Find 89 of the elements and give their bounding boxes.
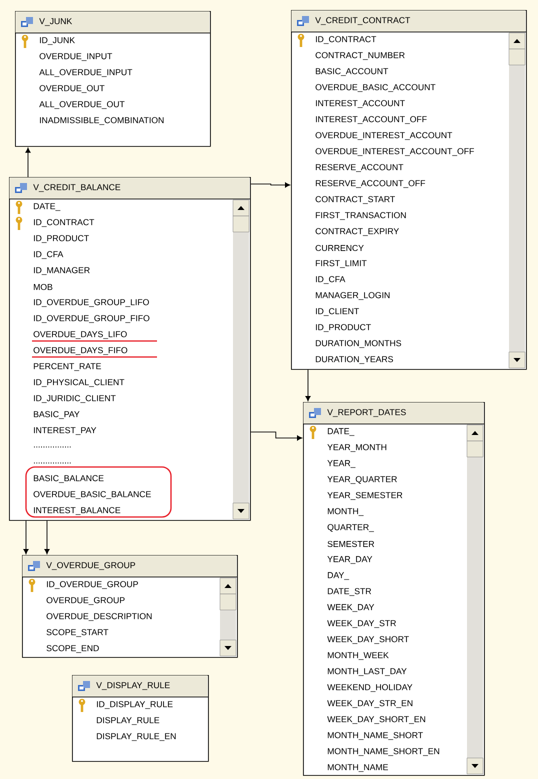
column-name: CONTRACT_NUMBER (316, 52, 405, 60)
column-name: DISPLAY_RULE_EN (96, 733, 176, 741)
arrow (44, 520, 50, 554)
column-name: MONTH_ (328, 508, 364, 516)
column-name: DAY_ (328, 572, 350, 580)
column-name: CONTRACT_START (316, 196, 395, 204)
column-name: FIRST_LIMIT (316, 260, 367, 268)
column-name: SCOPE_END (46, 645, 99, 653)
column-name: ID_JUNK (40, 37, 75, 45)
column-name: CURRENCY (316, 244, 364, 252)
column-name: ID_MANAGER (34, 267, 90, 275)
column-name: ID_CONTRACT (34, 219, 94, 227)
column-name: YEAR_SEMESTER (327, 492, 402, 500)
column-name: RESERVE_ACCOUNT (316, 164, 404, 172)
column-name: ................ (34, 446, 71, 448)
column-name: DATE_STR (328, 588, 372, 596)
arrow (23, 520, 29, 554)
column-name: ID_PRODUCT (316, 324, 371, 332)
column-name: DISPLAY_RULE (96, 717, 160, 725)
column-name: ID_CONTRACT (316, 36, 376, 44)
column-name: ID_JURIDIC_CLIENT (34, 395, 116, 403)
column-name: OVERDUE_BASIC_BALANCE (34, 491, 151, 499)
column-name: YEAR_MONTH (327, 444, 386, 452)
table-title: V_JUNK (39, 18, 72, 26)
arrow (305, 369, 311, 402)
column-name: WEEK_DAY_STR (327, 620, 396, 628)
column-name: SCOPE_START (46, 629, 108, 637)
column-name: ID_CFA (34, 251, 64, 259)
column-name: INTEREST_BALANCE (34, 507, 120, 515)
column-name: INTEREST_ACCOUNT_OFF (316, 116, 427, 124)
column-name: WEEK_DAY_SHORT (327, 636, 409, 644)
table-title: V_OVERDUE_GROUP (46, 562, 136, 570)
column-name: DURATION_YEARS (316, 356, 393, 364)
column-name: OVERDUE_BASIC_ACCOUNT (316, 84, 436, 92)
table-title: V_REPORT_DATES (327, 409, 406, 417)
column-name: DURATION_MONTHS (316, 340, 402, 348)
column-name: OVERDUE_DAYS_FIFO (34, 347, 128, 355)
arrow (250, 432, 302, 441)
column-name: BASIC_PAY (34, 411, 80, 419)
column-name: OVERDUE_INPUT (40, 53, 112, 61)
column-name: RESERVE_ACCOUNT_OFF (316, 180, 426, 188)
column-name: PERCENT_RATE (34, 363, 101, 371)
column-name: QUARTER_ (328, 524, 374, 532)
column-name: ID_OVERDUE_GROUP_FIFO (34, 315, 150, 323)
column-name: YEAR_DAY (327, 556, 372, 564)
column-name: OVERDUE_DESCRIPTION (46, 613, 152, 621)
column-name: DATE_ (34, 203, 60, 211)
column-name: YEAR_ (327, 460, 356, 468)
column-name: OVERDUE_GROUP (46, 597, 125, 605)
column-name: WEEK_DAY_STR_EN (327, 700, 412, 708)
column-name: ID_CFA (316, 276, 346, 284)
column-name: MONTH_NAME_SHORT_EN (328, 748, 440, 756)
column-name: INTEREST_PAY (34, 427, 96, 435)
column-name: YEAR_QUARTER (327, 476, 397, 484)
table-title: V_CREDIT_CONTRACT (315, 17, 410, 25)
column-name: BASIC_BALANCE (34, 475, 104, 483)
column-name: WEEKEND_HOLIDAY (327, 684, 412, 692)
table-title: V_DISPLAY_RULE (96, 682, 170, 690)
column-name: MONTH_NAME_SHORT (328, 732, 423, 740)
column-name: ID_CLIENT (316, 308, 359, 316)
column-name: ALL_OVERDUE_OUT (39, 101, 125, 109)
column-name: ID_OVERDUE_GROUP_LIFO (34, 299, 149, 307)
column-name: CONTRACT_EXPIRY (316, 228, 399, 236)
column-name: WEEK_DAY_SHORT_EN (327, 716, 426, 724)
column-name: FIRST_TRANSACTION (316, 212, 406, 220)
column-name: BASIC_ACCOUNT (316, 68, 388, 76)
arrow (25, 148, 31, 178)
column-name: OVERDUE_OUT (40, 85, 104, 93)
column-name: SEMESTER (328, 540, 374, 548)
column-name: OVERDUE_DAYS_LIFO (34, 331, 127, 339)
column-name: ALL_OVERDUE_INPUT (39, 69, 132, 77)
column-name: INADMISSIBLE_COMBINATION (40, 117, 164, 125)
column-name: ID_PHYSICAL_CLIENT (34, 379, 124, 387)
column-name: MONTH_WEEK (328, 652, 389, 660)
arrow (250, 182, 290, 188)
column-name: DATE_ (328, 428, 354, 436)
table-title: V_CREDIT_BALANCE (33, 184, 120, 192)
column-name: OVERDUE_INTEREST_ACCOUNT (316, 132, 452, 140)
column-name: INTEREST_ACCOUNT (316, 100, 405, 108)
column-name: MOB (34, 284, 52, 290)
column-name: MANAGER_LOGIN (316, 292, 390, 300)
column-name: ID_PRODUCT (34, 235, 89, 243)
column-name: ID_OVERDUE_GROUP (47, 581, 138, 589)
column-name: MONTH_LAST_DAY (328, 668, 407, 676)
column-name: ID_DISPLAY_RULE (97, 701, 173, 709)
column-name: OVERDUE_INTEREST_ACCOUNT_OFF (316, 148, 474, 156)
column-name: WEEK_DAY (327, 604, 374, 612)
column-name: MONTH_NAME (328, 764, 388, 772)
column-name: ................ (34, 462, 71, 464)
